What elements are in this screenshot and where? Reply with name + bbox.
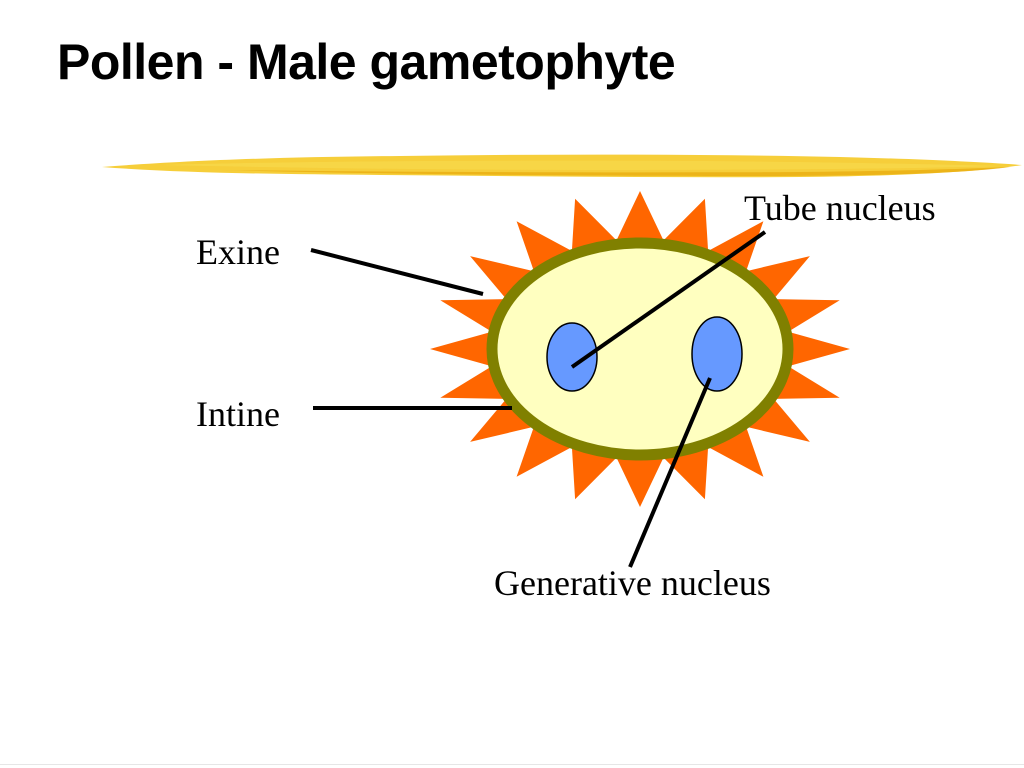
tube-nucleus-label: Tube nucleus (744, 188, 936, 228)
exine-leader-line (310, 248, 484, 296)
slide-bottom-edge (0, 764, 1024, 765)
intine-label: Intine (196, 394, 280, 434)
exine-label: Exine (196, 232, 280, 272)
generative-nucleus (691, 316, 743, 392)
brush-stroke-highlight (160, 160, 1000, 170)
title-underline-brush (102, 154, 1022, 178)
brush-stroke-shade (220, 167, 1010, 176)
intine-wall (486, 237, 794, 461)
generative-nucleus-label: Generative nucleus (494, 563, 771, 603)
tube-nucleus (546, 322, 598, 392)
slide-title: Pollen - Male gametophyte (57, 34, 676, 90)
tube-nucleus-leader-line (570, 230, 767, 369)
generative-nucleus-leader-line (628, 377, 712, 568)
